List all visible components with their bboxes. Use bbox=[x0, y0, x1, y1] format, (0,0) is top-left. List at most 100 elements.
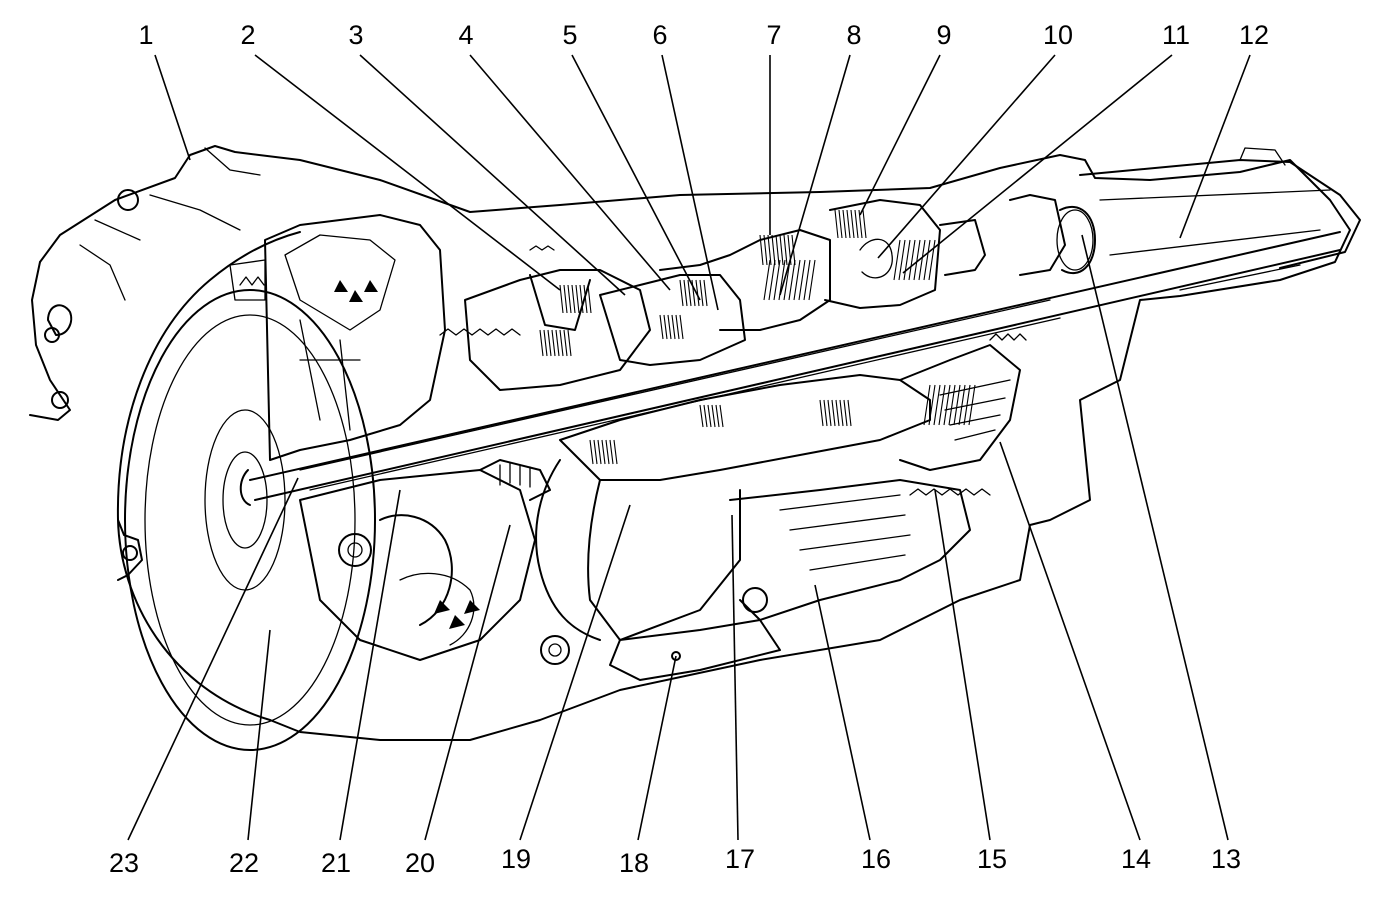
clutch-plate-line bbox=[775, 234, 780, 266]
gear-tooth-line bbox=[928, 239, 936, 281]
clutch-plate-line bbox=[575, 284, 580, 314]
clutch-plate-line bbox=[587, 284, 592, 314]
clutch-plate-line bbox=[819, 399, 824, 427]
callout-10: 10 bbox=[1043, 20, 1073, 50]
callout-7: 7 bbox=[766, 20, 781, 50]
clutch-plate-line bbox=[823, 399, 828, 427]
clutch-plate-line bbox=[699, 279, 704, 307]
gear-tooth-line bbox=[928, 384, 936, 426]
clutch-plate-line bbox=[846, 209, 851, 239]
callout-20: 20 bbox=[405, 848, 435, 878]
gear-tooth-line bbox=[903, 239, 911, 281]
front-pump-cutaway bbox=[229, 214, 446, 461]
clutch-plate-line bbox=[847, 399, 852, 427]
clutch-plate-line bbox=[593, 439, 598, 465]
clutch-plate-line bbox=[579, 284, 584, 314]
callout-4: 4 bbox=[458, 20, 473, 50]
callout-22: 22 bbox=[229, 848, 259, 878]
clutch-plate-line bbox=[583, 284, 588, 314]
clutch-plate-line bbox=[759, 234, 764, 266]
clutch-plate-line bbox=[691, 279, 696, 307]
clutch-plate-line bbox=[601, 439, 606, 465]
clutch-plate-line bbox=[839, 399, 844, 427]
lower-pump-detail bbox=[299, 459, 551, 661]
callout-15: 15 bbox=[977, 844, 1007, 874]
clutch-plate-line bbox=[699, 404, 704, 428]
lower-gearsets bbox=[535, 344, 1021, 681]
clutch-plate-line bbox=[597, 439, 602, 465]
clutch-plate-line bbox=[589, 439, 594, 465]
callout-19: 19 bbox=[501, 844, 531, 874]
gear-tooth-line bbox=[918, 239, 926, 281]
callout-3: 3 bbox=[348, 20, 363, 50]
callout-16: 16 bbox=[861, 844, 891, 874]
clutch-plate-line bbox=[779, 234, 784, 266]
callout-11: 11 bbox=[1162, 20, 1190, 50]
clutch-plate-line bbox=[787, 234, 792, 266]
clutch-plate-line bbox=[703, 404, 708, 428]
clutch-plate-line bbox=[667, 314, 672, 340]
clutch-plate-line bbox=[767, 234, 772, 266]
clutch-plate-line bbox=[835, 399, 840, 427]
gear-tooth-line bbox=[948, 384, 956, 426]
callout-6: 6 bbox=[652, 20, 667, 50]
clutch-plate-line bbox=[834, 209, 839, 239]
gear-tooth-line bbox=[763, 259, 771, 301]
gear-tooth-line bbox=[943, 384, 951, 426]
clutch-plate-line bbox=[567, 284, 572, 314]
gear-tooth-line bbox=[773, 259, 781, 301]
clutch-plate-line bbox=[838, 209, 843, 239]
callout-2: 2 bbox=[240, 20, 255, 50]
gear-tooth-line bbox=[923, 239, 931, 281]
springs bbox=[439, 245, 1027, 496]
clutch-plate-line bbox=[679, 314, 684, 340]
clutch-plate-line bbox=[663, 314, 668, 340]
clutch-plate-line bbox=[605, 439, 610, 465]
gear-tooth-line bbox=[788, 259, 796, 301]
gear-tooth-line bbox=[968, 384, 976, 426]
clutch-plate-line bbox=[539, 329, 544, 357]
gear-tooth-line bbox=[893, 239, 901, 281]
callout-18: 18 bbox=[619, 848, 649, 878]
gear-tooth-line bbox=[803, 259, 811, 301]
callout-23: 23 bbox=[109, 848, 139, 878]
gear-tooth-line bbox=[898, 239, 906, 281]
clutch-plate-line bbox=[559, 329, 564, 357]
clutch-plate-line bbox=[707, 404, 712, 428]
gear-tooth-line bbox=[778, 259, 786, 301]
clutch-plate-line bbox=[763, 234, 768, 266]
clutch-plate-line bbox=[555, 329, 560, 357]
clutch-plate-line bbox=[703, 279, 708, 307]
clutch-plate-line bbox=[563, 329, 568, 357]
clutch-plate-line bbox=[715, 404, 720, 428]
gear-tooth-line bbox=[923, 384, 931, 426]
clutch-plate-line bbox=[547, 329, 552, 357]
gear-tooth-line bbox=[908, 239, 916, 281]
callout-9: 9 bbox=[936, 20, 951, 50]
callout-17: 17 bbox=[725, 844, 755, 874]
callout-13: 13 bbox=[1211, 844, 1241, 874]
gear-tooth-line bbox=[808, 259, 816, 301]
callout-8: 8 bbox=[846, 20, 861, 50]
clutch-plate-line bbox=[687, 279, 692, 307]
clutch-plate-line bbox=[563, 284, 568, 314]
gear-tooth-line bbox=[793, 259, 801, 301]
clutch-plate-line bbox=[862, 209, 867, 239]
clutch-plate-line bbox=[827, 399, 832, 427]
clutch-plate-line bbox=[559, 284, 564, 314]
callout-labels: 1 2 3 4 5 6 7 8 9 10 11 12 13 14 15 16 1… bbox=[109, 20, 1269, 878]
clutch-plate-line bbox=[842, 209, 847, 239]
clutch-plate-line bbox=[695, 279, 700, 307]
clutch-plate-line bbox=[711, 404, 716, 428]
clutch-plate-line bbox=[613, 439, 618, 465]
clutch-plate-line bbox=[671, 314, 676, 340]
clutch-plate-line bbox=[659, 314, 664, 340]
upper-clutch-packs bbox=[464, 194, 1066, 391]
leader-lines bbox=[127, 54, 1251, 841]
gear-tooth-line bbox=[933, 384, 941, 426]
clutch-plate-line bbox=[683, 279, 688, 307]
gear-tooth-line bbox=[913, 239, 921, 281]
callout-12: 12 bbox=[1239, 20, 1269, 50]
